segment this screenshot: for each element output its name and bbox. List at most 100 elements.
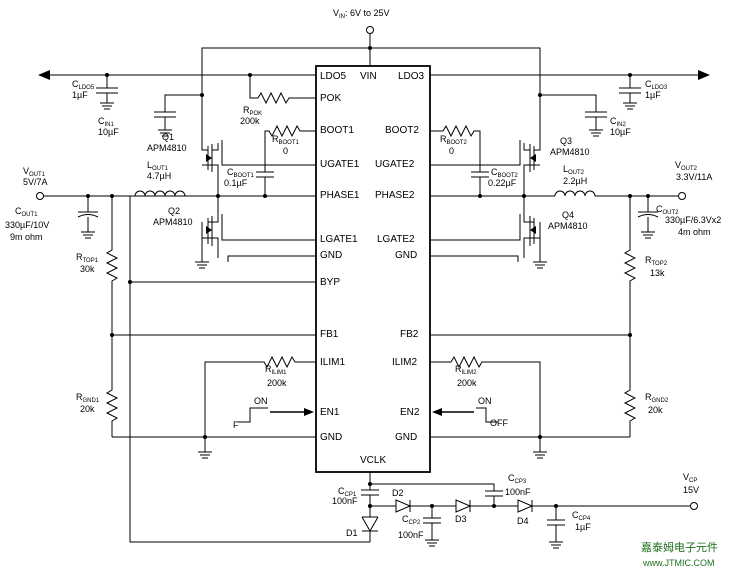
svg-text:1µF: 1µF — [645, 90, 661, 100]
svg-text:D4: D4 — [517, 516, 529, 526]
pin-phase1: PHASE1 — [320, 190, 360, 201]
rgnd2: RGND2 20k — [623, 335, 669, 437]
svg-text:Q1: Q1 — [162, 132, 174, 142]
svg-text:CCP3: CCP3 — [508, 473, 527, 485]
svg-text:OFF: OFF — [490, 418, 508, 428]
pin-en2: EN2 — [400, 407, 420, 418]
vin-supply: VIN: 6V to 25V — [201, 8, 541, 95]
svg-text:ON: ON — [478, 396, 492, 406]
pin-ldo5: LDO5 — [320, 71, 347, 82]
svg-text:2.2µH: 2.2µH — [563, 176, 587, 186]
pin-gnd-right-1: GND — [395, 250, 417, 261]
svg-text:APM4810: APM4810 — [548, 221, 588, 231]
pin-lgate2: LGATE2 — [377, 234, 415, 245]
svg-text:100nF: 100nF — [505, 487, 531, 497]
pin-ldo3: LDO3 — [398, 71, 425, 82]
cboot1: CBOOT1 0.1µF — [224, 167, 274, 198]
svg-text:CIN2: CIN2 — [610, 116, 627, 128]
pin-fb1: FB1 — [320, 329, 339, 340]
svg-text:200k: 200k — [267, 378, 287, 388]
gnd1-wire — [227, 255, 316, 262]
pin-vin: VIN — [360, 71, 377, 82]
svg-text:D2: D2 — [392, 488, 404, 498]
svg-text:F: F — [233, 420, 239, 430]
en2-signal: ON OFF — [432, 396, 508, 428]
cout1: COUT1 330µF/10V 9m ohm — [5, 194, 99, 242]
rilim2: RILIM2 200k — [430, 355, 541, 437]
svg-text:D3: D3 — [455, 514, 467, 524]
svg-text:9m ohm: 9m ohm — [10, 232, 43, 242]
svg-text:RILIM1: RILIM1 — [265, 364, 287, 376]
cboot2: CBOOT2 0.22µF — [471, 167, 519, 198]
pin-gnd-left-1: GND — [320, 250, 342, 261]
rgnd1: RGND1 20k — [76, 335, 119, 437]
ldo5-rail: CLDO5 1µF — [38, 70, 316, 110]
svg-text:COUT2: COUT2 — [656, 204, 679, 216]
gnd1-symbol — [198, 437, 212, 459]
svg-text:200k: 200k — [240, 116, 260, 126]
pin-fb2: FB2 — [400, 329, 419, 340]
watermark-cn: 嘉泰姆电子元件 — [641, 540, 718, 554]
svg-text:RTOP1: RTOP1 — [76, 252, 99, 264]
pin-pok: POK — [320, 93, 341, 104]
cout2: COUT2 330µF/6.3Vx2 4m ohm — [637, 194, 721, 239]
svg-text:RBOOT1: RBOOT1 — [272, 134, 300, 146]
pin-phase2: PHASE2 — [375, 190, 415, 201]
svg-text:20k: 20k — [80, 404, 95, 414]
q1-mosfet: Q1 APM4810 — [147, 95, 316, 196]
ldo3-rail: CLDO3 1µF — [430, 70, 710, 110]
q2-ground — [195, 261, 209, 269]
q3-mosfet: Q3 APM4810 — [430, 95, 590, 196]
rtop1: RTOP1 30k — [76, 194, 119, 335]
svg-text:330µF/10V: 330µF/10V — [5, 220, 49, 230]
pin-ilim2: ILIM2 — [392, 357, 417, 368]
svg-text:APM4810: APM4810 — [147, 143, 187, 153]
svg-text:VOUT1: VOUT1 — [23, 166, 46, 178]
svg-text:CIN1: CIN1 — [98, 116, 115, 128]
svg-text:1µF: 1µF — [575, 522, 591, 532]
svg-text:VOUT2: VOUT2 — [675, 160, 698, 172]
gnd2-wire — [430, 255, 519, 262]
svg-text:10µF: 10µF — [610, 127, 631, 137]
svg-text:10µF: 10µF — [98, 127, 119, 137]
svg-text:5V/7A: 5V/7A — [23, 177, 48, 187]
svg-text:20k: 20k — [648, 405, 663, 415]
pin-boot1: BOOT1 — [320, 125, 354, 136]
rtop2: RTOP2 13k — [623, 194, 668, 335]
svg-text:CCP1: CCP1 — [338, 486, 357, 498]
q4-ground — [533, 261, 547, 269]
pin-en1: EN1 — [320, 407, 340, 418]
svg-text:CCP4: CCP4 — [572, 510, 591, 522]
svg-text:100nF: 100nF — [398, 530, 424, 540]
vout2-terminal: VOUT2 3.3V/11A — [675, 160, 712, 200]
svg-text:0: 0 — [283, 146, 288, 156]
svg-text:13k: 13k — [650, 268, 665, 278]
svg-text:RPOK: RPOK — [243, 105, 262, 117]
rpok: RPOK 200k — [240, 73, 316, 126]
svg-text:COUT1: COUT1 — [15, 206, 38, 218]
svg-text:CCP2: CCP2 — [402, 514, 421, 526]
svg-text:Q4: Q4 — [562, 210, 574, 220]
pin-lgate1: LGATE1 — [320, 234, 358, 245]
svg-text:D1: D1 — [346, 528, 358, 538]
charge-pump: CCP1 100nF D1 D2 CCP2 100nF D3 CCP3 100n… — [332, 472, 699, 549]
svg-text:30k: 30k — [80, 264, 95, 274]
vout1-terminal: VOUT1 5V/7A — [23, 166, 130, 200]
pin-gnd-left-2: GND — [320, 432, 342, 443]
svg-text:100nF: 100nF — [332, 496, 358, 506]
ic-body — [315, 65, 431, 473]
svg-text:Q2: Q2 — [168, 206, 180, 216]
lout2-inductor: LOUT2 2.2µH — [554, 164, 678, 197]
q4-mosfet: Q4 APM4810 — [430, 196, 588, 258]
pin-ugate2: UGATE2 — [375, 159, 415, 170]
svg-text:330µF/6.3Vx2: 330µF/6.3Vx2 — [665, 215, 721, 225]
svg-text:LOUT1: LOUT1 — [147, 160, 169, 172]
pin-vclk: VCLK — [360, 455, 386, 466]
lout1-inductor: LOUT1 4.7µH — [134, 160, 186, 197]
svg-text:CLDO3: CLDO3 — [645, 79, 668, 91]
cin2: CIN2 10µF — [538, 93, 631, 137]
svg-text:1µF: 1µF — [72, 90, 88, 100]
svg-text:CLDO5: CLDO5 — [72, 79, 95, 91]
pin-boot2: BOOT2 — [385, 125, 419, 136]
